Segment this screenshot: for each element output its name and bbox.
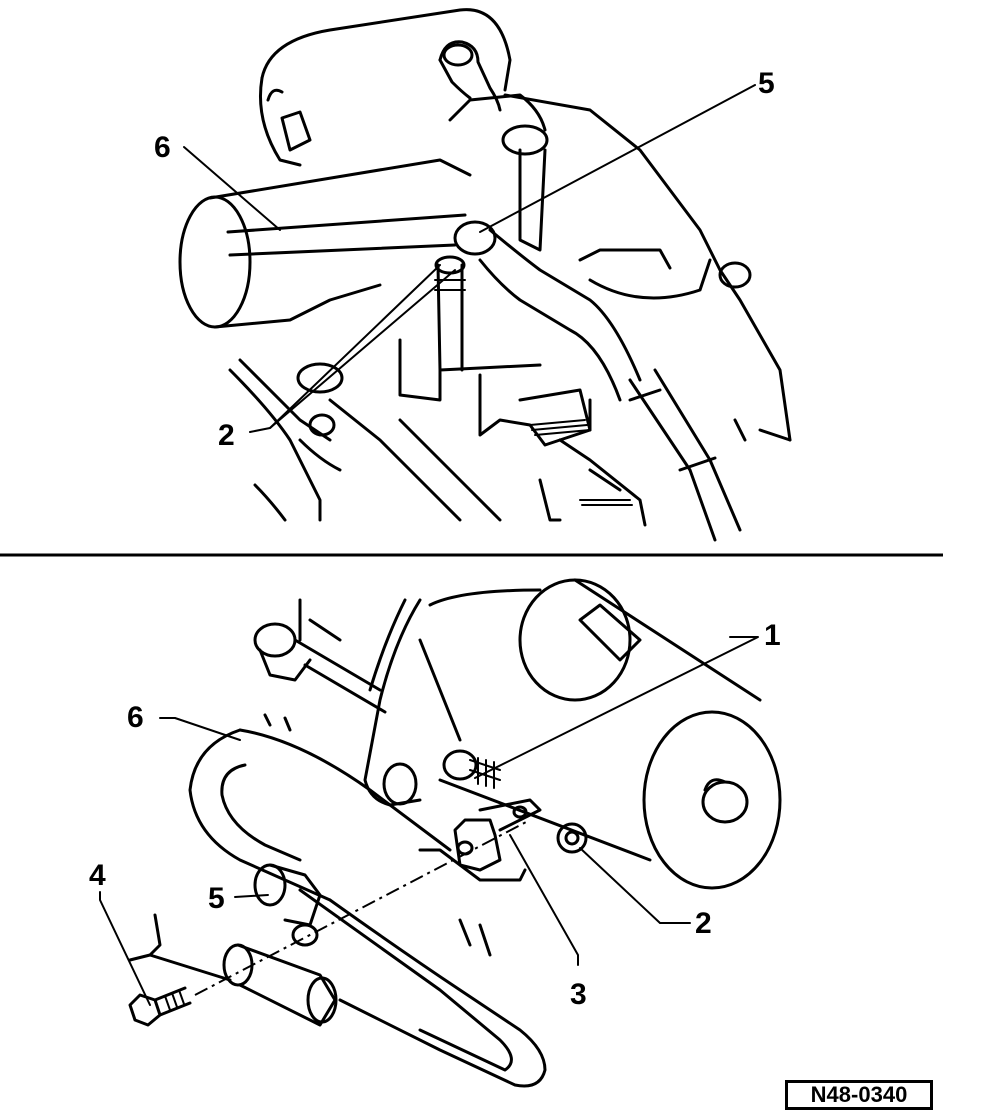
callout-2-lower: 2 <box>695 907 712 940</box>
leader-6-lower <box>159 717 241 741</box>
callout-6-upper: 6 <box>154 131 171 164</box>
callout-5-lower: 5 <box>208 882 225 915</box>
leader-5-upper <box>479 84 756 233</box>
leader-6-upper <box>183 146 281 231</box>
leader-3-lower <box>509 834 579 966</box>
leader-4-lower <box>99 891 151 1006</box>
leader-1-lower <box>474 636 759 779</box>
callout-3-lower: 3 <box>570 978 587 1011</box>
callout-4-lower: 4 <box>89 859 106 892</box>
leader-2-lower <box>579 847 691 924</box>
figure-reference-label: N48-0340 <box>785 1080 933 1110</box>
leader-2a-upper <box>249 264 441 433</box>
callout-2-upper: 2 <box>218 419 235 452</box>
callout-1-lower: 1 <box>764 619 781 652</box>
callout-5-upper: 5 <box>758 67 775 100</box>
upper-view-drawing <box>178 8 792 542</box>
leader-2b-upper <box>269 269 456 429</box>
leader-5-lower <box>234 894 269 898</box>
lower-view-drawing <box>99 578 782 1088</box>
assembly-axis <box>194 819 531 996</box>
callout-6-lower: 6 <box>127 701 144 734</box>
